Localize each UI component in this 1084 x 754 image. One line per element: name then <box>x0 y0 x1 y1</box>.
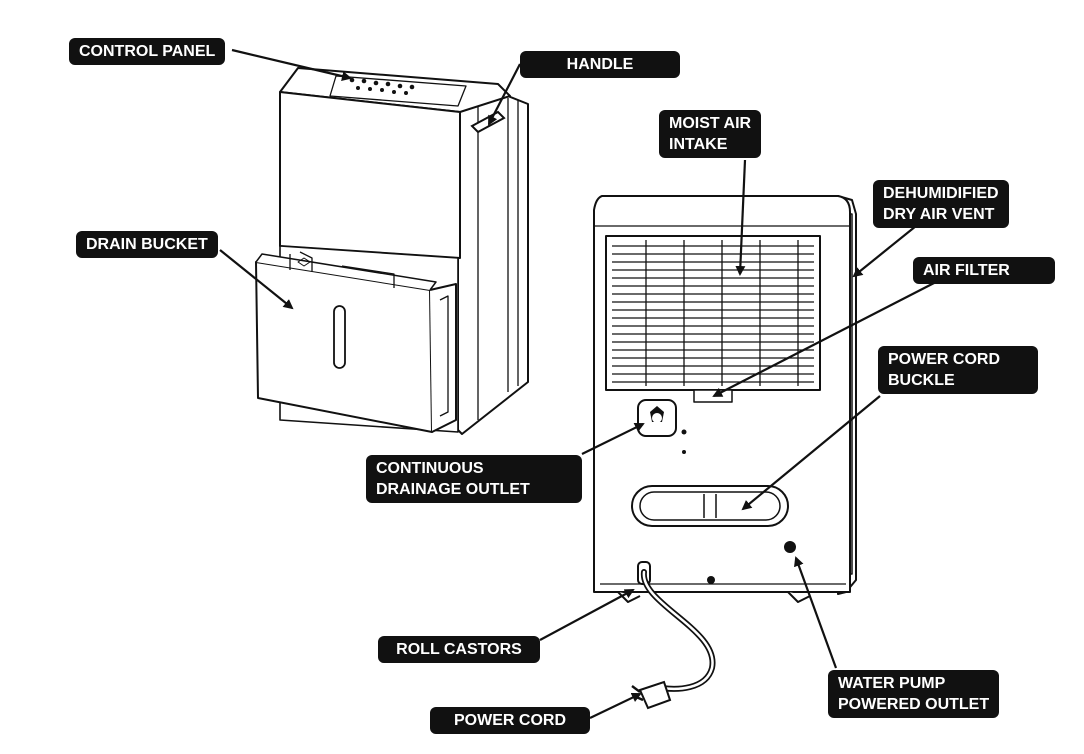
label-drain-bucket: DRAIN BUCKET <box>76 231 218 258</box>
grille-slats <box>612 240 814 386</box>
label-moist-air-intake-line1: MOIST AIR <box>669 115 752 132</box>
label-continuous-drainage-line2: DRAINAGE OUTLET <box>376 481 530 498</box>
label-handle: HANDLE <box>520 51 680 78</box>
label-water-pump-outlet-line2: POWERED OUTLET <box>838 696 990 713</box>
label-moist-air-intake: MOIST AIR INTAKE <box>659 110 762 158</box>
front-unit <box>255 67 529 435</box>
label-control-panel: CONTROL PANEL <box>69 38 226 65</box>
power-cord <box>640 569 716 692</box>
label-continuous-drainage: CONTINUOUS DRAINAGE OUTLET <box>366 455 582 503</box>
label-air-filter: AIR FILTER <box>913 257 1055 284</box>
label-dehumidified-vent: DEHUMIDIFIED DRY AIR VENT <box>873 180 1009 228</box>
label-continuous-drainage-line1: CONTINUOUS <box>376 460 484 477</box>
label-roll-castors: ROLL CASTORS <box>378 636 540 663</box>
label-power-cord-buckle: POWER CORD BUCKLE <box>878 346 1038 394</box>
back-holes <box>681 429 796 584</box>
leader-lines <box>219 48 937 719</box>
label-dehumidified-vent-line1: DEHUMIDIFIED <box>883 185 999 202</box>
label-water-pump-outlet-line1: WATER PUMP <box>838 675 946 692</box>
control-buttons <box>349 77 415 95</box>
label-dehumidified-vent-line2: DRY AIR VENT <box>883 206 995 223</box>
label-power-cord-buckle-line1: POWER CORD <box>888 351 1000 368</box>
label-moist-air-intake-line2: INTAKE <box>669 136 728 153</box>
label-power-cord-buckle-line2: BUCKLE <box>888 372 955 389</box>
back-unit <box>593 195 857 603</box>
label-power-cord: POWER CORD <box>430 707 590 734</box>
label-water-pump-outlet: WATER PUMP POWERED OUTLET <box>828 670 1000 718</box>
